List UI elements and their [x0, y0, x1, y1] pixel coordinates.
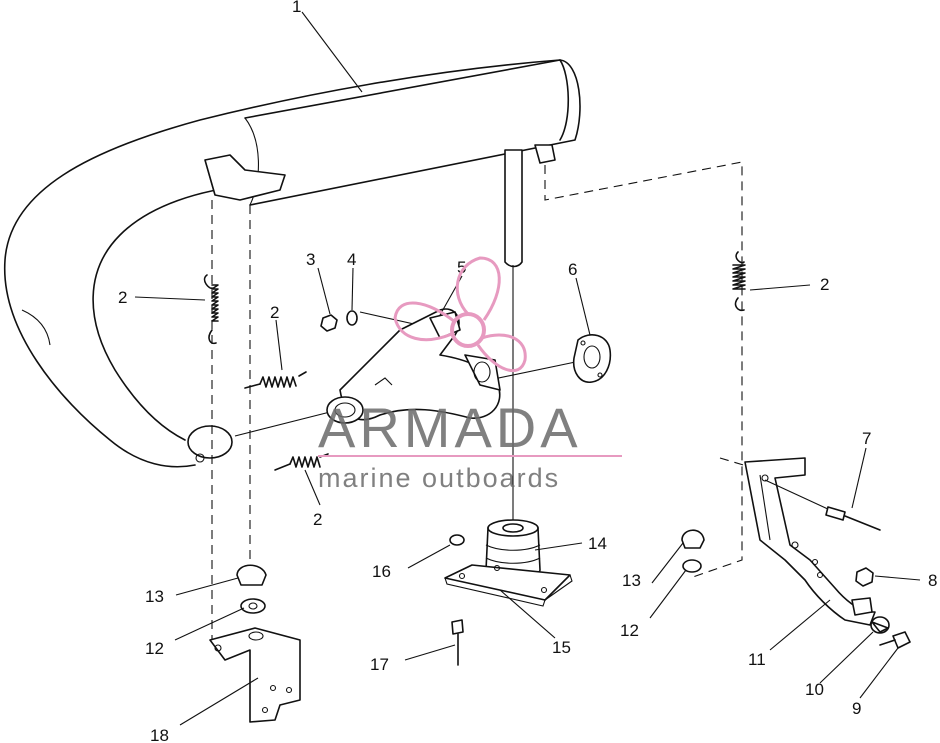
grommet-right-part-13 — [681, 529, 705, 549]
mount-plate-part-15 — [444, 564, 573, 607]
callout-13-right: 13 — [622, 571, 641, 590]
callout-12-left: 12 — [145, 639, 164, 658]
callout-13-left: 13 — [145, 587, 164, 606]
spring-center-upper — [244, 371, 307, 389]
callout-6: 6 — [568, 260, 577, 279]
spring-right-vertical — [732, 251, 746, 312]
screw-part-17 — [451, 619, 464, 666]
washer-left-hole — [248, 602, 258, 610]
callout-labels: 1 2 2 2 2 3 4 5 6 7 8 9 10 11 12 12 13 1… — [118, 0, 937, 743]
right-bracket-part-11 — [744, 457, 876, 626]
grommet-left-part-13 — [236, 564, 267, 586]
callout-2-left: 2 — [118, 288, 127, 307]
callout-2-right: 2 — [820, 275, 829, 294]
muffler-assembly — [4, 59, 581, 468]
callout-12-right: 12 — [620, 621, 639, 640]
callout-4: 4 — [347, 250, 356, 269]
callout-2-upper-center: 2 — [270, 303, 279, 322]
callout-14: 14 — [588, 534, 607, 553]
nut-part-3 — [320, 314, 338, 332]
callout-1: 1 — [292, 0, 301, 16]
callout-5: 5 — [457, 258, 466, 277]
callout-17: 17 — [370, 655, 389, 674]
rubber-mount-part-14 — [485, 519, 541, 577]
leader-lines — [134, 11, 921, 726]
callout-3: 3 — [306, 250, 315, 269]
bolt-part-9 — [879, 631, 911, 649]
callout-16: 16 — [372, 562, 391, 581]
callout-11: 11 — [748, 650, 766, 669]
callout-8: 8 — [928, 571, 937, 590]
callout-7: 7 — [862, 429, 871, 448]
watermark: ARMADA marine outboards — [318, 256, 622, 493]
callout-9: 9 — [852, 699, 861, 718]
washer-part-16 — [449, 534, 465, 546]
left-bracket-part-18 — [209, 627, 301, 723]
bushing-part-10 — [870, 616, 890, 634]
propeller-logo-icon — [393, 256, 527, 373]
watermark-tagline: marine outboards — [318, 463, 560, 493]
cable-part-7 — [764, 479, 881, 531]
watermark-brand: ARMADA — [318, 396, 582, 459]
gasket-part-6 — [572, 334, 612, 383]
washer-part-4 — [346, 310, 358, 326]
y-manifold-part-5 — [326, 308, 501, 424]
callout-18: 18 — [150, 726, 169, 743]
callout-2-lower-center: 2 — [313, 510, 322, 529]
washer-right-part-12 — [682, 559, 702, 573]
spring-left-vertical — [203, 274, 219, 345]
washer-left-part-12 — [240, 598, 266, 614]
callout-10: 10 — [805, 680, 824, 699]
callout-15: 15 — [552, 638, 571, 657]
nut-part-8 — [855, 567, 874, 587]
